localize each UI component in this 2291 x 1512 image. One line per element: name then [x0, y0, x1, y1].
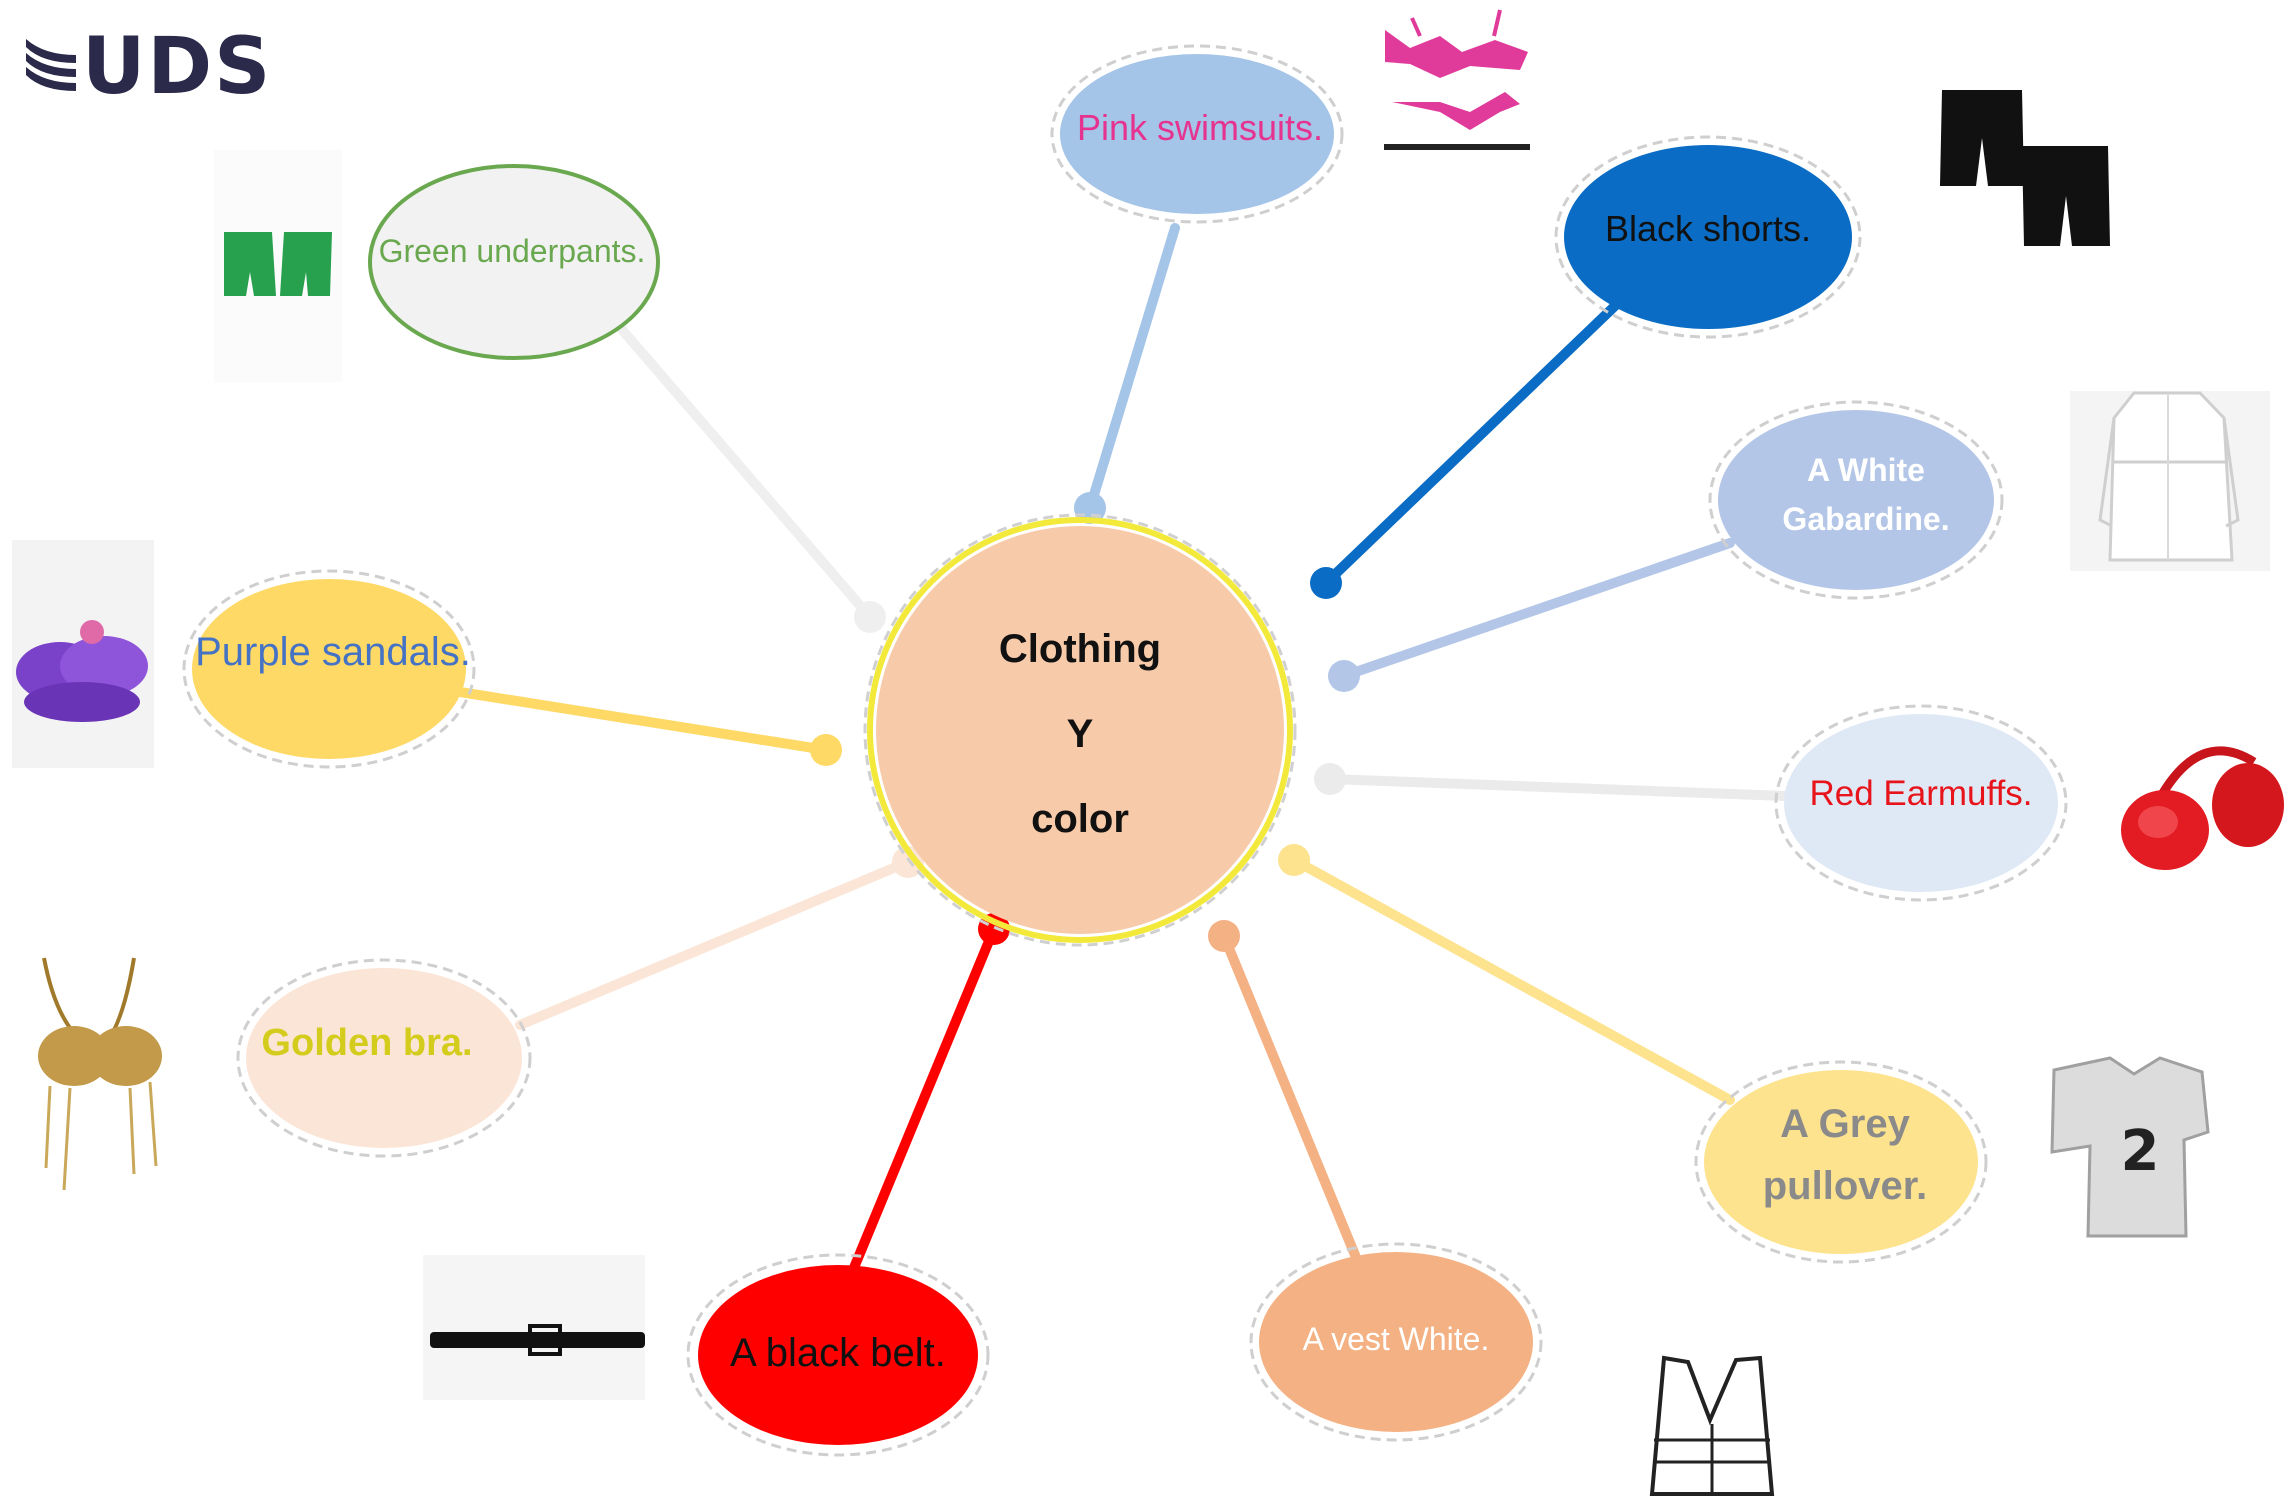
dot-green-underpants	[854, 601, 886, 633]
node-golden-bra: Golden bra.	[236, 958, 532, 1158]
connector-white-gabardine	[1339, 538, 1735, 681]
node-pink-swimsuits: Pink swimsuits.	[1050, 44, 1344, 224]
label-vest-white: A vest White.	[1303, 1321, 1490, 1357]
label-black-belt: A black belt.	[730, 1331, 946, 1375]
label-golden-bra: Golden bra.	[261, 1022, 472, 1064]
node-black-shorts: Black shorts.	[1554, 135, 1862, 339]
connector-golden-bra	[515, 857, 913, 1030]
connector-purple-sandals	[455, 687, 831, 755]
logo-text: UDS	[82, 22, 273, 112]
label-black-shorts: Black shorts.	[1605, 208, 1811, 249]
sandals-icon	[12, 540, 154, 768]
node-purple-sandals: Purple sandals.	[182, 569, 476, 769]
dot-purple-sandals	[810, 734, 842, 766]
label-grey-pullover-2: pullover.	[1763, 1164, 1928, 1208]
connector-red-earmuffs	[1325, 774, 1790, 801]
connector-grey-pullover	[1289, 855, 1735, 1105]
connectors	[455, 223, 1790, 1280]
label-red-earmuffs: Red Earmuffs.	[1809, 774, 2032, 813]
center-node: Clothing Y color	[863, 513, 1297, 947]
dot-grey-pullover	[1278, 844, 1310, 876]
center-line-2: Y	[1067, 712, 1094, 756]
node-black-belt: A black belt.	[686, 1253, 990, 1457]
center-line-3: color	[1031, 797, 1129, 841]
node-green-underpants: Green underpants.	[368, 164, 660, 360]
uds-logo: UDS	[22, 28, 272, 106]
vest-icon	[1649, 1355, 1775, 1496]
node-white-gabardine: A White Gabardine.	[1708, 400, 2004, 600]
center-ring	[867, 517, 1293, 943]
golden-bra-icon	[38, 957, 162, 1191]
center-circle	[876, 526, 1284, 934]
center-line-1: Clothing	[999, 627, 1161, 671]
trench-coat-icon	[2070, 391, 2270, 571]
node-red-earmuffs: Red Earmuffs.	[1774, 704, 2068, 902]
connector-black-belt	[846, 924, 999, 1280]
bikini-icon	[1384, 9, 1530, 150]
dot-red-earmuffs	[1314, 763, 1346, 795]
label-green-underpants: Green underpants.	[379, 233, 646, 269]
green-underpants-icon	[214, 150, 342, 382]
jersey-icon: 2	[2050, 1056, 2210, 1238]
dot-golden-bra	[892, 846, 924, 878]
connector-black-shorts	[1321, 298, 1623, 588]
node-vest-white: A vest White.	[1249, 1242, 1543, 1442]
label-purple-sandals: Purple sandals.	[195, 630, 471, 674]
connector-vest-white	[1219, 931, 1360, 1260]
earmuffs-icon	[2121, 746, 2284, 870]
dot-vest-white	[1208, 920, 1240, 952]
svg-text:2: 2	[2121, 1119, 2160, 1184]
connector-pink-swimsuits	[1085, 223, 1180, 513]
label-grey-pullover-1: A Grey	[1780, 1102, 1910, 1146]
label-white-gabardine-2: Gabardine.	[1782, 501, 1949, 537]
dot-black-shorts	[1310, 567, 1342, 599]
node-grey-pullover: A Grey pullover.	[1694, 1060, 1988, 1264]
label-white-gabardine-1: A White	[1807, 452, 1925, 488]
belt-icon	[423, 1255, 645, 1400]
dot-white-gabardine	[1328, 660, 1360, 692]
black-shorts-icon	[1940, 90, 2110, 246]
connector-green-underpants	[613, 320, 875, 622]
uds-wave-icon	[26, 39, 76, 91]
label-pink-swimsuits: Pink swimsuits.	[1077, 107, 1323, 148]
